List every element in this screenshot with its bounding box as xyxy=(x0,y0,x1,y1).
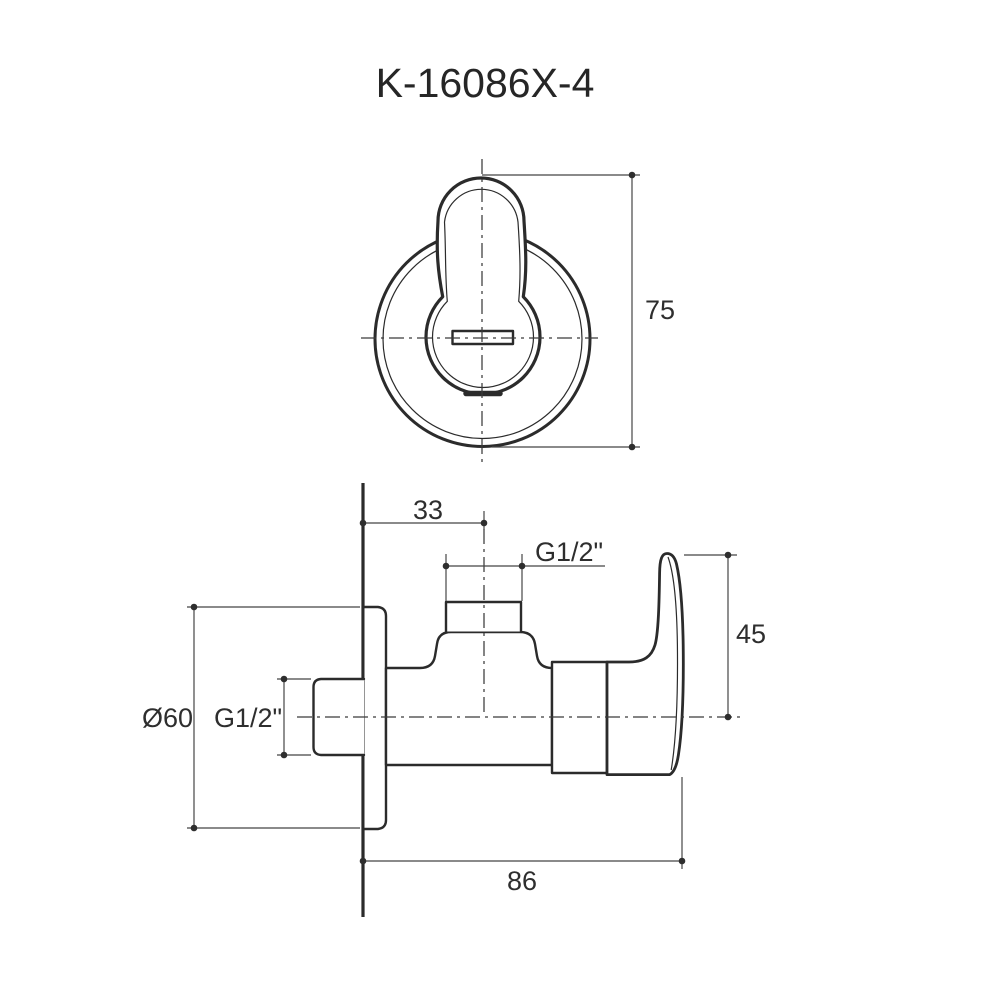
dim-33-dot-left xyxy=(359,519,367,527)
dimension-inlet-thread: G1/2" xyxy=(214,675,311,759)
dim-45-label: 45 xyxy=(736,619,766,649)
handle-outline xyxy=(424,176,542,396)
dim-75-dot-top xyxy=(628,171,636,179)
dim-86-dot-right xyxy=(678,857,686,865)
dim-45-dot-top xyxy=(724,551,732,559)
dim-plate-diameter-label: Ø60 xyxy=(142,703,193,733)
dimension-outlet-thread: G1/2" xyxy=(442,537,605,601)
handle-side-inner-contour xyxy=(667,556,679,771)
dimension-45: 45 xyxy=(684,551,766,721)
dim-60-dot-bottom xyxy=(190,824,198,832)
handle-inner-contour xyxy=(431,188,535,389)
top-view: 75 xyxy=(361,159,675,467)
dim-inlet-thread-label: G1/2" xyxy=(214,703,282,733)
dimension-33: 33 xyxy=(359,495,488,530)
dimension-75: 75 xyxy=(482,171,675,451)
drawing-title: K-16086X-4 xyxy=(376,60,595,106)
escutcheon-plate xyxy=(363,605,388,831)
dim-outlet-dot-left xyxy=(442,562,450,570)
dim-86-dot-left xyxy=(359,857,367,865)
dim-45-dot-bottom xyxy=(724,713,732,721)
dimension-86: 86 xyxy=(359,777,686,896)
dim-33-dot-right xyxy=(480,519,488,527)
dim-75-dot-bottom xyxy=(628,443,636,451)
side-view: 33 G1/2" 45 Ø60 xyxy=(142,483,766,917)
dim-60-dot-top xyxy=(190,603,198,611)
dim-86-label: 86 xyxy=(507,866,537,896)
dim-outlet-thread-label: G1/2" xyxy=(535,537,603,567)
dim-inlet-dot-bottom xyxy=(280,751,288,759)
dimension-plate-diameter: Ø60 xyxy=(142,603,360,832)
valve-body xyxy=(384,630,554,767)
dim-75-label: 75 xyxy=(645,295,675,325)
handle-side-profile xyxy=(605,552,685,776)
dim-33-label: 33 xyxy=(413,495,443,525)
dim-inlet-dot-top xyxy=(280,675,288,683)
dim-outlet-dot-right xyxy=(518,562,526,570)
